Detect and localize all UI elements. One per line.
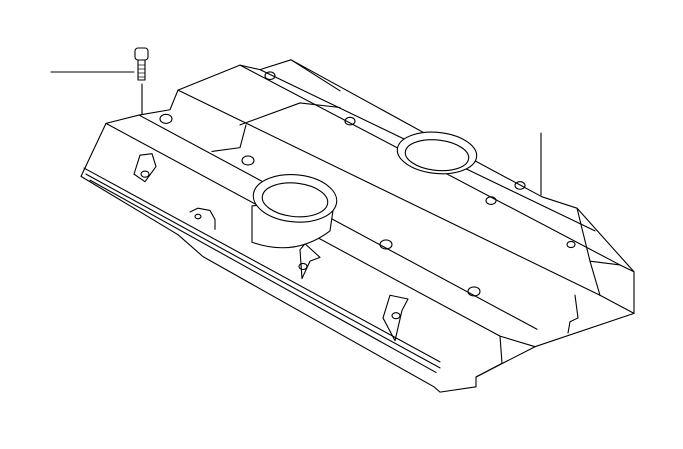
valve-cover-icon (81, 60, 634, 392)
